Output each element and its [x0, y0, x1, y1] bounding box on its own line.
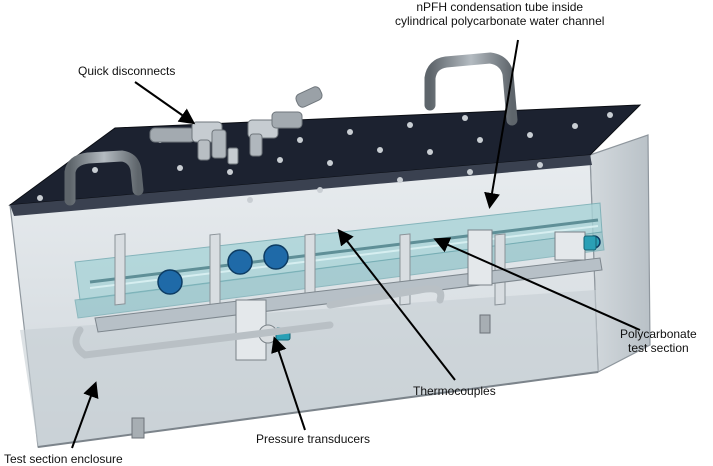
label-polycarbonate-line1: Polycarbonate	[620, 327, 697, 341]
arrow-polycarbonate	[433, 237, 641, 331]
label-npfh-condensation-tube: nPFH condensation tube inside cylindrica…	[395, 0, 604, 28]
label-npfh-line2: cylindrical polycarbonate water channel	[395, 14, 605, 28]
label-polycarbonate-line2: test section	[628, 341, 689, 355]
quick-disconnect-fittings	[149, 86, 323, 165]
arrow-npfh	[484, 39, 519, 209]
label-npfh-line1: nPFH condensation tube inside	[416, 0, 584, 14]
label-thermocouples: Thermocouples	[413, 384, 496, 398]
label-test-section-enclosure: Test section enclosure	[4, 452, 123, 466]
arrow-thermocouples	[337, 228, 456, 381]
piping	[72, 285, 445, 359]
lid-handle-right	[424, 52, 518, 126]
lid-handle-left	[64, 150, 144, 206]
arrow-test-section-enclosure	[71, 381, 99, 449]
arrow-pressure-transducers	[271, 336, 306, 431]
label-quick-disconnects: Quick disconnects	[78, 64, 176, 78]
enclosure-feet	[131, 314, 491, 439]
arrow-quick-disconnects	[134, 81, 196, 125]
label-pressure-transducers: Pressure transducers	[256, 432, 371, 446]
label-polycarbonate-test-section: Polycarbonate test section	[620, 327, 697, 355]
callout-arrows	[71, 39, 641, 449]
